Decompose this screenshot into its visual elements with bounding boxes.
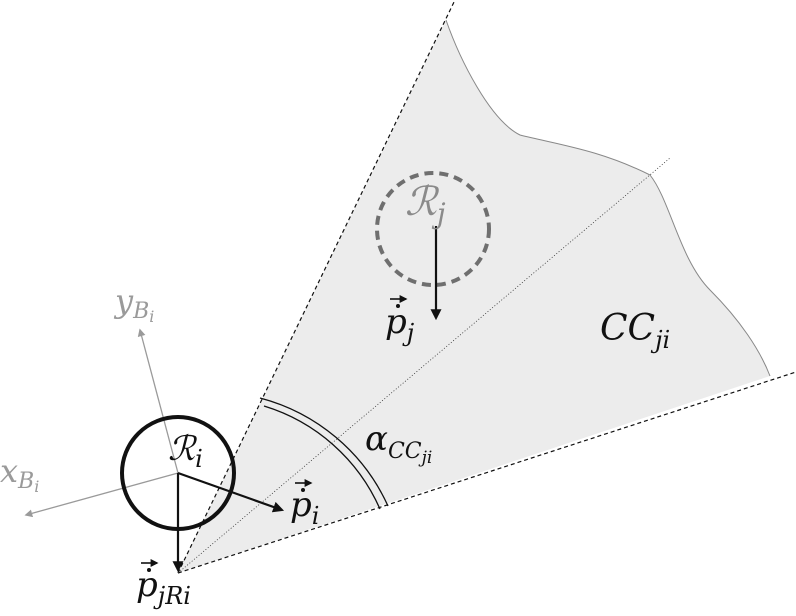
label-axis-x: xBi (0, 452, 39, 496)
label-cone-angle: αCCji (365, 419, 432, 468)
relative-velocity-dot (147, 568, 151, 572)
label-collision-cone: CCji (600, 308, 670, 354)
angle-arc-outer (259, 397, 389, 507)
label-velocity-j: pj (385, 295, 415, 347)
axis-x-arrow (24, 472, 179, 518)
axis-y-arrow (137, 328, 179, 474)
velocity-j-dot (396, 304, 400, 308)
cone-bisector (177, 157, 671, 574)
label-velocity-i: pi (290, 479, 319, 530)
svg-text:pi: pi (290, 485, 319, 530)
cone-outer-boundary (445, 19, 771, 377)
label-axis-y: yBi (113, 282, 154, 326)
collision-cone-region (178, 20, 770, 573)
angle-arc-inner (263, 405, 381, 510)
svg-text:pjRi: pjRi (136, 565, 191, 610)
label-robot-j: ℛj (405, 179, 446, 230)
velocity-i-dot (301, 488, 305, 492)
label-relative-velocity: pjRi (136, 559, 191, 610)
cone-lower-edge (177, 371, 796, 574)
robot-j-circle (375, 171, 491, 287)
cone-upper-edge (177, 0, 456, 574)
svg-text:pj: pj (385, 302, 415, 347)
label-robot-i: ℛi (168, 429, 203, 473)
velocity-i-arrow (177, 471, 285, 513)
